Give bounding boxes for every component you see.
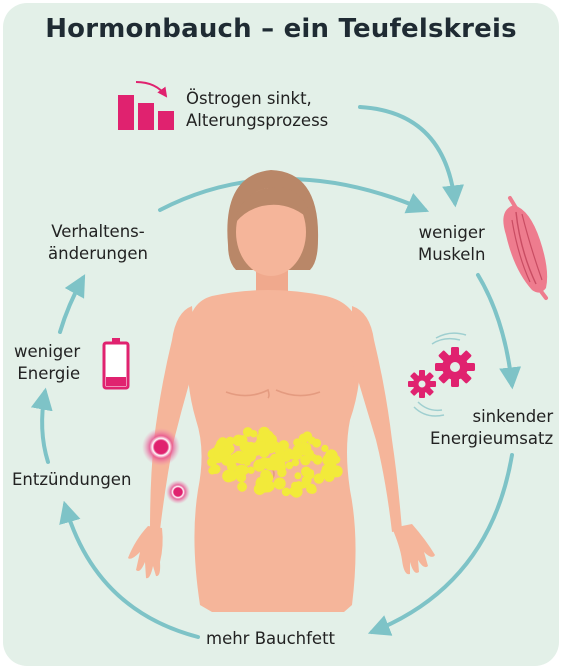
fat-cell [266, 482, 274, 490]
fat-cell [282, 488, 291, 497]
fat-cell [207, 457, 217, 467]
fat-cell [237, 482, 247, 492]
fat-cell [222, 449, 230, 457]
fat-cell [239, 465, 249, 475]
arrow-energie-to-verhalten [60, 278, 83, 332]
fat-cell [292, 459, 300, 467]
right-arm [352, 306, 402, 532]
fat-cell [308, 486, 316, 494]
fat-cell [306, 471, 314, 479]
fat-cell [254, 483, 266, 495]
fat-cell [278, 440, 289, 451]
fat-cell [309, 454, 317, 462]
declining-bars-icon [118, 82, 174, 130]
fat-cell [314, 473, 324, 483]
low-battery-icon [104, 338, 128, 388]
arrow-bauchfett-to-entzuendungen [65, 505, 198, 637]
arrow-entzuendungen-to-energie [42, 392, 48, 462]
fat-cell [265, 442, 277, 454]
fat-cell [274, 478, 286, 490]
step-label-entzuendungen: Entzündungen [12, 469, 131, 491]
step-label-verhalten: Verhaltens-änderungen [48, 221, 148, 265]
gears-icon [408, 333, 475, 416]
fat-cell [328, 465, 336, 473]
fat-cell [209, 467, 217, 475]
fat-cell [294, 472, 301, 479]
arrow-oestrogen-to-muskeln [360, 107, 455, 203]
fat-cell [303, 431, 312, 440]
fat-cell [226, 437, 235, 446]
fat-cell [222, 470, 235, 483]
fat-cell [244, 450, 256, 462]
fat-cell [256, 477, 264, 485]
muscle-icon [503, 198, 547, 298]
fat-cell [243, 427, 253, 437]
arrow-muskeln-to-energieumsatz [478, 275, 512, 385]
woman-figure [128, 170, 435, 612]
fat-cell [294, 481, 303, 490]
fat-cell [227, 459, 234, 466]
fat-cell [270, 454, 280, 464]
step-label-oestrogen: Östrogen sinkt,Alterungsprozess [186, 88, 328, 132]
left-hand [128, 526, 163, 578]
step-label-bauchfett: mehr Bauchfett [206, 628, 335, 650]
fat-cell [322, 454, 334, 466]
fat-cell [312, 439, 321, 448]
right-hand [392, 524, 435, 574]
fat-cell [300, 448, 307, 455]
